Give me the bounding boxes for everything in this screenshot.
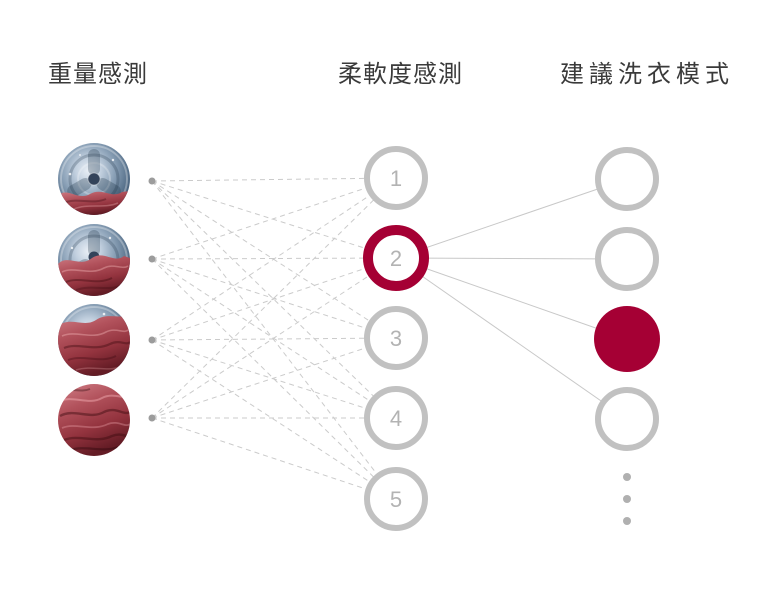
solid-line: [395, 178, 628, 259]
weight-node-dot-4: [148, 414, 156, 422]
ellipsis-dot: [623, 495, 631, 503]
dashed-line: [151, 257, 397, 341]
dashed-connection-lines: [151, 177, 397, 500]
dashed-line: [151, 180, 397, 419]
softness-node-1-label: 1: [390, 166, 402, 191]
red-cloth: [58, 255, 130, 296]
wash-mode-nodes: [594, 147, 660, 451]
dashed-line: [151, 180, 397, 500]
dashed-line: [151, 177, 397, 260]
cloth-fold: [59, 408, 130, 418]
drum-spoke: [88, 149, 100, 175]
cloth-fold: [69, 445, 119, 452]
softness-node-3: [364, 306, 428, 370]
weight-node-dot-2: [148, 255, 156, 263]
cloth-fold: [63, 341, 130, 350]
ellipsis-dot: [623, 517, 631, 525]
cloth-fold: [75, 366, 121, 371]
dashed-line: [151, 337, 397, 341]
drum-hub-rim: [87, 172, 101, 186]
drum-hub: [88, 173, 100, 185]
dashed-line: [151, 177, 397, 341]
dashed-line: [151, 257, 397, 419]
column-title-recommended-wash-mode: 建議洗衣模式: [560, 61, 734, 88]
more-modes-ellipsis: [623, 473, 631, 525]
weight-node-dot-1: [148, 177, 156, 185]
dashed-line: [151, 177, 397, 419]
ellipsis-dot: [623, 473, 631, 481]
dashed-line: [151, 180, 397, 259]
wash-mode-node-1: [595, 147, 659, 211]
cloth-fold: [65, 277, 113, 283]
column-title-softness-sensing: 柔軟度感測: [338, 61, 463, 88]
dashed-line: [151, 257, 397, 260]
weight-node-dot-3: [148, 336, 156, 344]
cloth-fold: [75, 284, 123, 291]
softness-node-4-label: 4: [390, 406, 402, 431]
cloth-fold: [61, 265, 129, 273]
softness-nodes: 1 2 3 4 5: [363, 146, 429, 531]
drum-sparkle: [70, 246, 74, 250]
cloth-fold: [67, 355, 117, 361]
red-cloth: [58, 314, 130, 376]
softness-node-1: [364, 146, 428, 210]
dashed-line: [151, 339, 397, 419]
weight-node-dots: [148, 177, 156, 422]
dashed-line: [151, 417, 397, 500]
softness-node-5-label: 5: [390, 487, 402, 512]
washer-drum-half-load-photo-icon: [58, 224, 130, 296]
red-cloth: [58, 191, 130, 215]
fabric-closeup-photo-icon: [58, 384, 130, 456]
drum-sparkle: [111, 158, 115, 162]
dashed-line: [151, 177, 397, 182]
drum-sparkle: [79, 154, 81, 156]
cloth-fold: [73, 202, 119, 210]
red-cloth: [58, 384, 130, 456]
cloth-fold: [61, 421, 130, 429]
softness-node-2-label: 2: [390, 246, 402, 271]
solid-line: [395, 257, 628, 420]
drum-sparkle: [102, 312, 106, 316]
wash-mode-node-2: [595, 227, 659, 291]
wash-mode-node-4: [595, 387, 659, 451]
drum-spoke: [67, 178, 92, 197]
drum-spokes: [67, 149, 121, 197]
softness-node-5: [364, 467, 428, 531]
softness-node-3-label: 3: [390, 326, 402, 351]
drum-spoke: [88, 230, 100, 256]
column-title-weight-sensing: 重量感測: [48, 61, 148, 88]
drum-spoke: [96, 178, 121, 197]
solid-connection-lines: [395, 178, 628, 420]
drum-sparkle: [68, 172, 72, 176]
softness-node-2-selected: [363, 225, 429, 291]
cloth-fold: [63, 198, 107, 204]
solid-line: [395, 257, 628, 260]
cloth-fold: [61, 329, 129, 337]
drum-sparkle: [108, 236, 112, 240]
dashed-line: [151, 337, 397, 419]
washer-drum-light-load-photo-icon: [58, 143, 130, 215]
wash-mode-node-3-selected: [594, 306, 660, 372]
solid-line: [395, 257, 628, 340]
washer-drum-heavy-load-photo-icon: [58, 304, 130, 376]
softness-node-4: [364, 386, 428, 450]
dashed-line: [151, 339, 397, 500]
